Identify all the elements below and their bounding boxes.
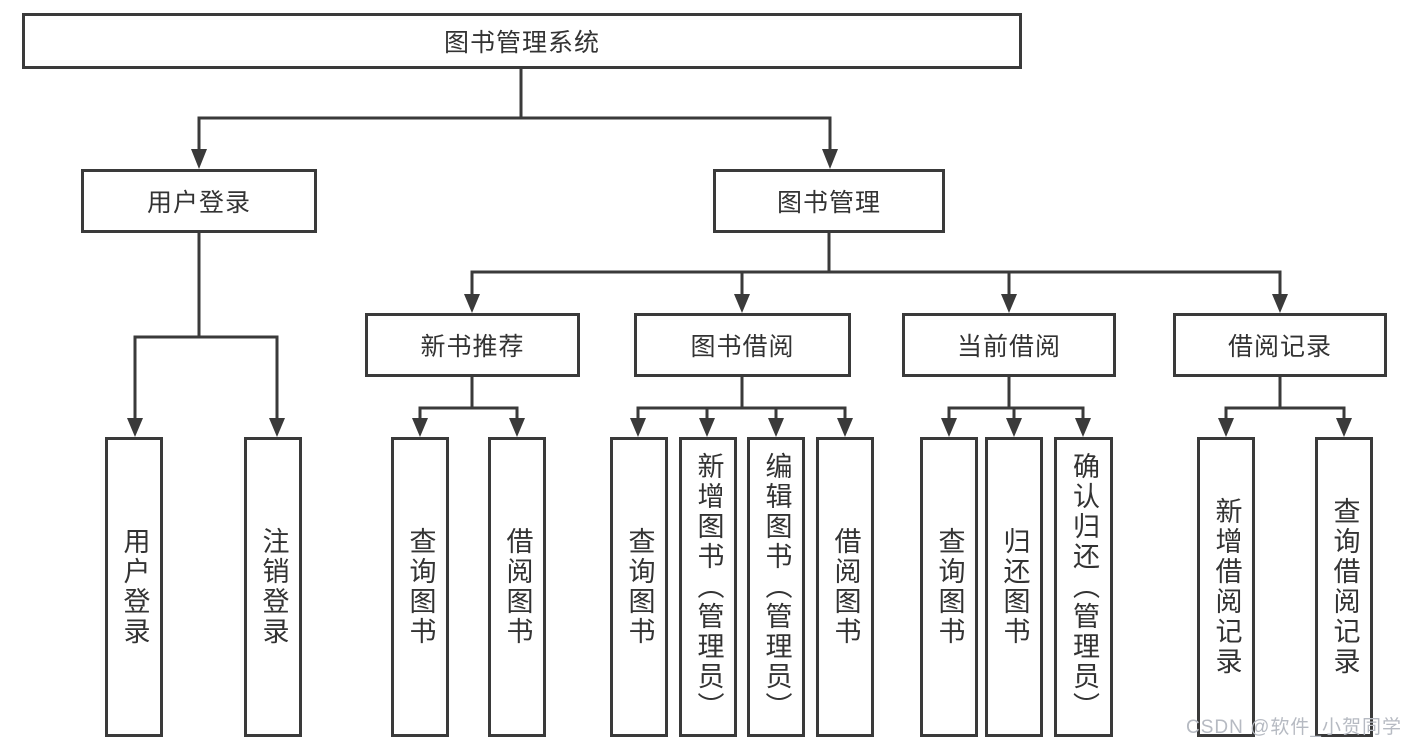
leaf-query-borrow-record: 查询借阅记录 [1315, 437, 1373, 737]
node-user-login: 用户登录 [81, 169, 317, 233]
node-user-login-label: 用户登录 [146, 189, 251, 217]
node-book-borrowing-label: 图书借阅 [690, 333, 795, 361]
leaf-add-borrow-record-label: 新增借阅记录 [1211, 497, 1242, 677]
node-new-book-recommendation-label: 新书推荐 [420, 333, 525, 361]
leaf-user-login-label: 用户登录 [119, 527, 150, 647]
node-root-label: 图书管理系统 [443, 29, 600, 57]
leaf-query-books-current: 查询图书 [920, 437, 978, 737]
leaf-edit-books-admin: 编辑图书（管理员） [747, 437, 805, 737]
node-book-borrowing: 图书借阅 [634, 313, 851, 377]
node-root-library-management-system: 图书管理系统 [22, 13, 1022, 69]
leaf-borrow-books-recommend-label: 借阅图书 [502, 527, 533, 647]
node-book-management: 图书管理 [713, 169, 945, 233]
leaf-return-books: 归还图书 [985, 437, 1043, 737]
leaf-borrow-books-recommend: 借阅图书 [488, 437, 546, 737]
node-borrowing-records-label: 借阅记录 [1227, 333, 1332, 361]
leaf-user-login: 用户登录 [105, 437, 163, 737]
leaf-add-borrow-record: 新增借阅记录 [1197, 437, 1255, 737]
leaf-confirm-return-admin: 确认归还（管理员） [1054, 437, 1113, 737]
node-current-borrowing: 当前借阅 [902, 313, 1116, 377]
leaf-return-books-label: 归还图书 [999, 527, 1030, 647]
leaf-query-books-recommend-label: 查询图书 [405, 527, 436, 647]
leaf-confirm-return-admin-label: 确认归还（管理员） [1069, 452, 1099, 722]
leaf-query-books-borrowing-label: 查询图书 [624, 527, 655, 647]
leaf-add-books-admin: 新增图书（管理员） [679, 437, 737, 737]
leaf-query-books-recommend: 查询图书 [391, 437, 449, 737]
leaf-logout-label: 注销登录 [258, 527, 289, 647]
leaf-query-books-current-label: 查询图书 [934, 527, 965, 647]
leaf-add-books-admin-label: 新增图书（管理员） [693, 452, 724, 722]
node-current-borrowing-label: 当前借阅 [956, 333, 1061, 361]
leaf-query-books-borrowing: 查询图书 [610, 437, 668, 737]
leaf-edit-books-admin-label: 编辑图书（管理员） [761, 452, 792, 722]
leaf-query-borrow-record-label: 查询借阅记录 [1329, 497, 1360, 677]
node-borrowing-records: 借阅记录 [1173, 313, 1387, 377]
node-book-management-label: 图书管理 [776, 189, 881, 217]
leaf-borrow-books-label: 借阅图书 [830, 527, 861, 647]
csdn-watermark: CSDN @软件_小贺同学 [1186, 717, 1402, 738]
leaf-borrow-books: 借阅图书 [816, 437, 874, 737]
leaf-logout: 注销登录 [244, 437, 302, 737]
node-new-book-recommendation: 新书推荐 [365, 313, 580, 377]
